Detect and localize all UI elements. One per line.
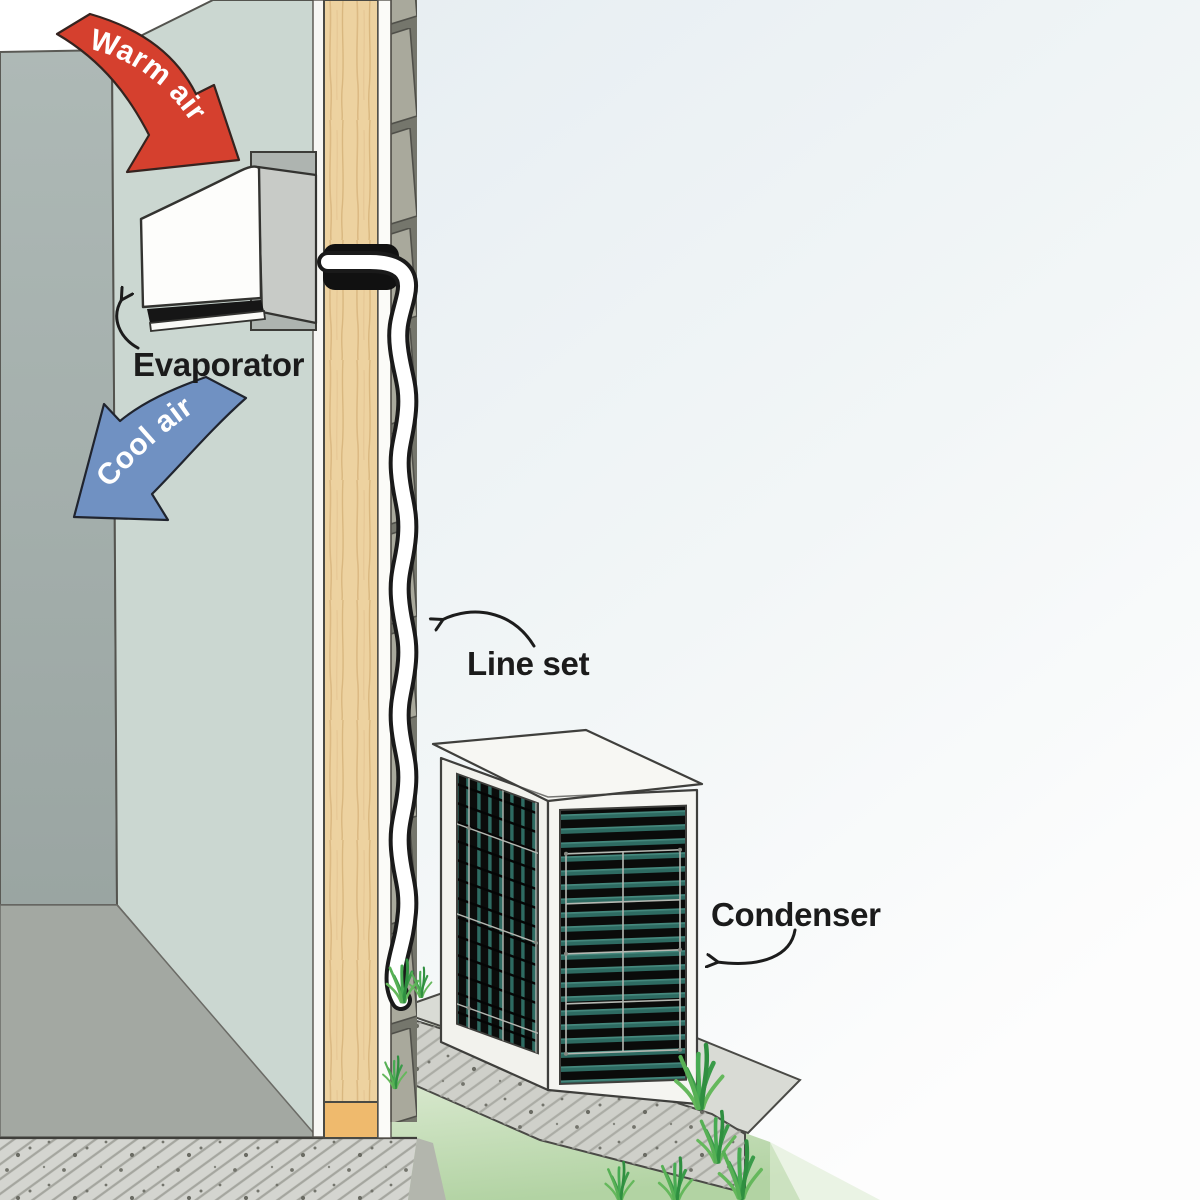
condenser-label: Condenser [711,896,881,933]
evaporator-vane [148,310,267,332]
condenser-callout-arrow [717,928,797,963]
evaporator-front [139,165,263,309]
evaporator-label: Evaporator [133,346,305,383]
evaporator-callout-arrow [115,299,140,350]
condenser-top-cap [431,728,704,803]
line-set-tube [317,251,419,1011]
foundation-slab [0,1136,446,1200]
evaporator-outlet-slot [147,300,264,323]
condenser-unit [431,728,704,1106]
ground-grass-fade [770,1142,880,1200]
line-set-callout-arrow [442,610,536,648]
condenser-right-grille [559,804,687,1086]
evaporator-unit [139,151,318,332]
line-set-label: Line set [467,645,590,682]
bottom-plate [323,1101,379,1139]
condenser-left-grille [456,772,539,1055]
evaporator-side-cap [256,165,318,325]
slab-end-face [408,1138,446,1200]
